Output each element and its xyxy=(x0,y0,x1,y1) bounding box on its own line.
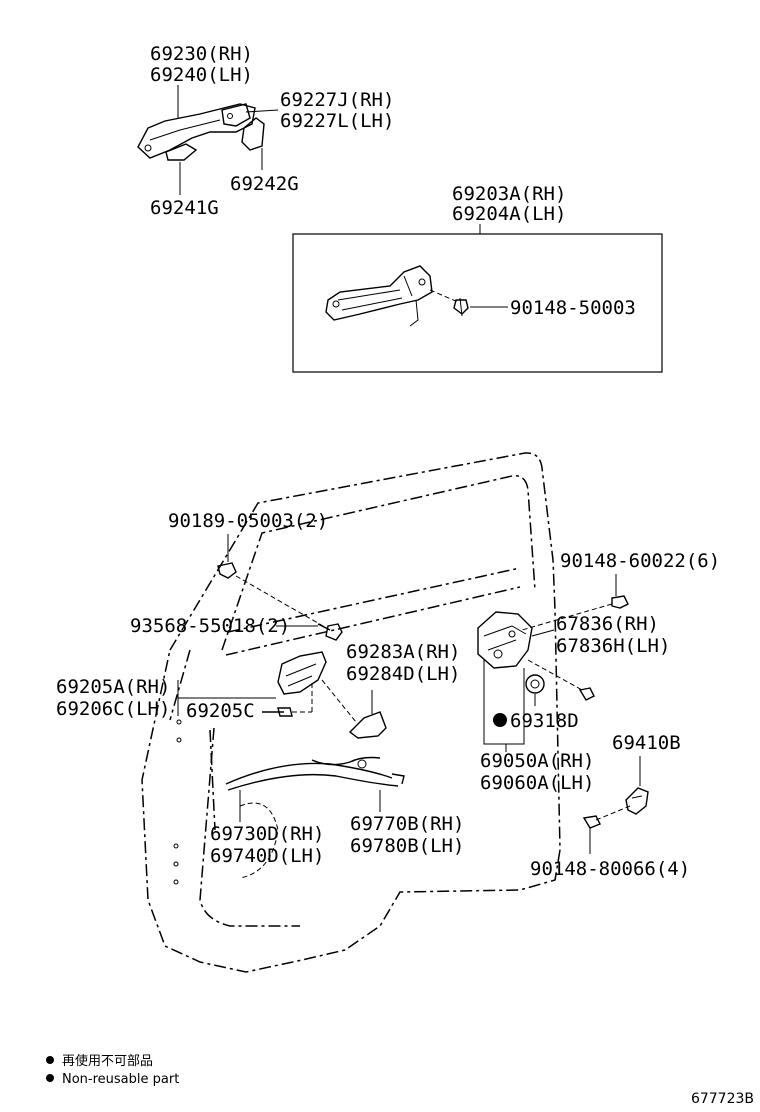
non-reusable-mark-69318D xyxy=(493,713,507,727)
label-90148-50003: 90148-50003 xyxy=(510,297,636,319)
legend-bullet-jp xyxy=(46,1056,54,1064)
door-outline xyxy=(141,452,561,973)
legend-jp: 再使用不可部品 xyxy=(62,1053,153,1069)
label-69780B: 69780B(LH) xyxy=(350,835,464,857)
clip-90189 xyxy=(217,562,237,579)
label-69730D: 69730D(RH) xyxy=(210,823,324,845)
label-93568-55018: 93568-55018(2) xyxy=(130,615,290,637)
outside-handle-leaders xyxy=(177,85,279,195)
label-69206C: 69206C(LH) xyxy=(56,698,170,720)
label-69227J: 69227J(RH) xyxy=(280,89,394,111)
door-striker xyxy=(625,787,649,815)
inside-handle xyxy=(277,651,327,695)
label-69242G: 69242G xyxy=(230,173,299,195)
outside-handle-assembly xyxy=(137,103,265,161)
legend-bullet-en xyxy=(46,1074,54,1082)
frame-screw xyxy=(453,297,469,317)
label-90148-80066: 90148-80066(4) xyxy=(530,858,690,880)
screw-90148-80066 xyxy=(582,815,601,829)
screw-69205C xyxy=(262,707,293,717)
diagram-code: 677723B xyxy=(691,1091,754,1107)
label-69227L: 69227L(LH) xyxy=(280,110,394,132)
label-69205C: 69205C xyxy=(186,700,255,722)
handle-frame-box xyxy=(292,233,663,373)
label-69241G: 69241G xyxy=(150,197,219,219)
label-67836: 67836(RH) xyxy=(556,613,659,635)
label-67836H: 67836H(LH) xyxy=(556,635,670,657)
label-69318D: 69318D xyxy=(510,710,579,732)
bolt-93568 xyxy=(317,623,343,641)
label-69203A: 69203A(RH) xyxy=(452,183,566,205)
label-69204A: 69204A(LH) xyxy=(452,203,566,225)
door-lock-cables xyxy=(225,756,405,879)
label-69410B: 69410B xyxy=(612,732,681,754)
washer-69318D xyxy=(525,674,545,694)
label-69205A: 69205A(RH) xyxy=(56,676,170,698)
label-69770B: 69770B(RH) xyxy=(350,813,464,835)
label-90148-60022: 90148-60022(6) xyxy=(560,550,720,572)
handle-frame-part xyxy=(325,265,433,327)
label-69283A: 69283A(RH) xyxy=(346,641,460,663)
label-69740D: 69740D(LH) xyxy=(210,845,324,867)
lock-grommet xyxy=(578,687,595,701)
label-69230: 69230(RH) xyxy=(150,43,253,65)
label-69284D: 69284D(LH) xyxy=(346,663,460,685)
label-90189-05003: 90189-05003(2) xyxy=(168,510,328,532)
inside-handle-cover xyxy=(348,711,387,739)
legend-en: Non-reusable part xyxy=(62,1072,179,1087)
label-69050A: 69050A(RH) xyxy=(480,750,594,772)
screw-90148-60022 xyxy=(611,595,629,609)
label-69060A: 69060A(LH) xyxy=(480,772,594,794)
door-lock-assembly xyxy=(477,611,533,669)
label-69240: 69240(LH) xyxy=(150,64,253,86)
